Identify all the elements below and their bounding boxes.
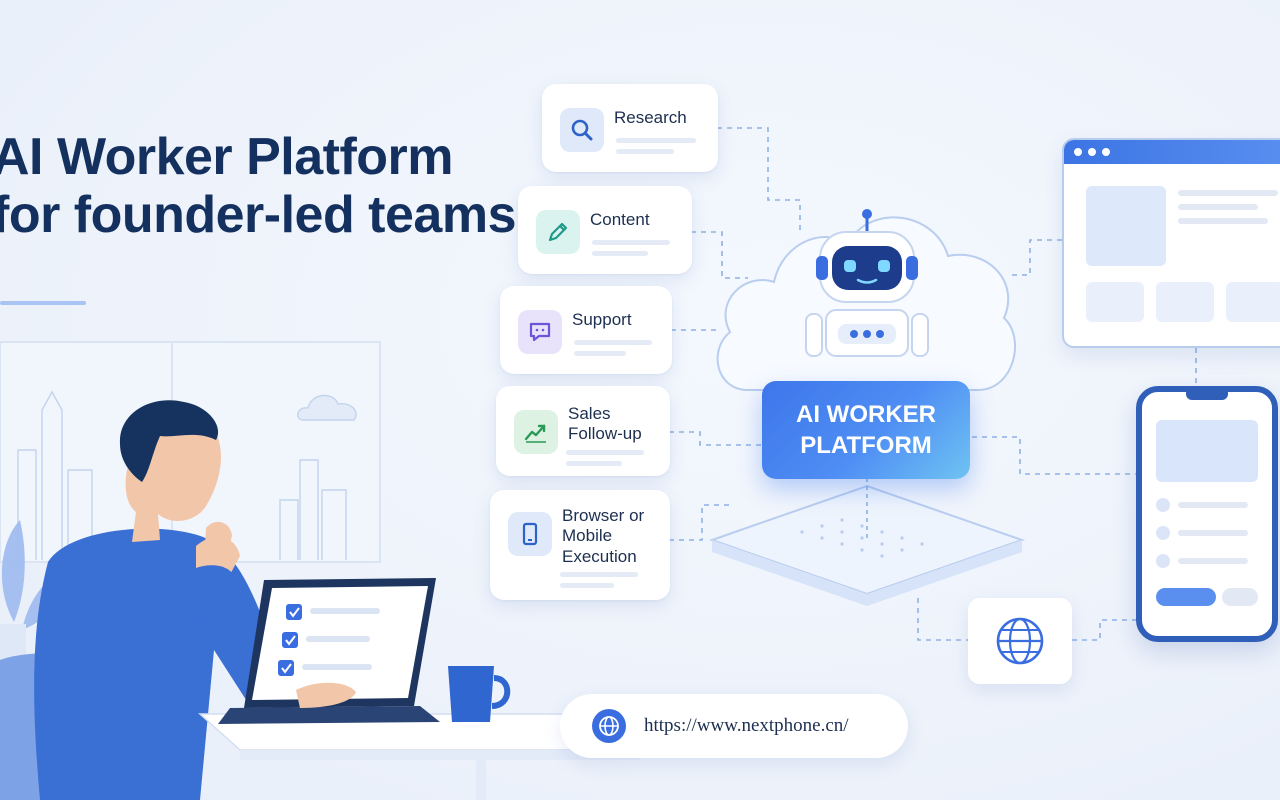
magnifier-icon xyxy=(560,108,604,152)
globe-icon xyxy=(592,709,626,743)
placeholder-bar xyxy=(574,340,652,345)
placeholder-bar xyxy=(566,461,622,466)
feature-card-research[interactable]: Research xyxy=(542,84,718,172)
feature-label: Browser or Mobile Execution xyxy=(562,506,645,566)
platform-badge-line-2: PLATFORM xyxy=(800,432,932,459)
platform-base xyxy=(708,478,1026,606)
browser-tile xyxy=(1156,282,1214,322)
phone-mockup xyxy=(1136,386,1278,642)
placeholder-bar xyxy=(574,351,626,356)
placeholder-bar xyxy=(616,149,674,154)
browser-window xyxy=(1062,138,1280,348)
placeholder-bar xyxy=(1178,218,1268,224)
placeholder-bar xyxy=(616,138,696,143)
feature-card-sales[interactable]: Sales Follow-up xyxy=(496,386,670,476)
headline-line-2: for founder-led teams xyxy=(0,186,517,245)
placeholder-bar xyxy=(592,240,670,245)
window-dot-icon xyxy=(1088,148,1096,156)
pencil-icon xyxy=(536,210,580,254)
feature-card-execution[interactable]: Browser or Mobile Execution xyxy=(490,490,670,600)
placeholder-bar xyxy=(560,572,638,577)
placeholder-bar xyxy=(560,583,614,588)
browser-tile xyxy=(1226,282,1280,322)
placeholder-bar xyxy=(1178,502,1248,508)
feature-label: Content xyxy=(590,210,650,229)
window-dot-icon xyxy=(1102,148,1110,156)
phone-avatar xyxy=(1156,554,1170,568)
phone-avatar xyxy=(1156,526,1170,540)
feature-card-support[interactable]: Support xyxy=(500,286,672,374)
feature-label: Research xyxy=(614,108,687,127)
phone-image-placeholder xyxy=(1156,420,1258,482)
chat-bubble-icon xyxy=(518,310,562,354)
globe-card xyxy=(968,598,1072,684)
smartphone-icon xyxy=(508,512,552,556)
placeholder-bar xyxy=(566,450,644,455)
robot-icon xyxy=(805,209,929,357)
headline-line-1: AI Worker Platform xyxy=(0,128,454,186)
headline-underline xyxy=(0,301,86,305)
feature-label: Support xyxy=(572,310,632,329)
phone-notch xyxy=(1186,392,1228,400)
founder-at-desk-illustration xyxy=(0,341,640,800)
platform-badge-line-1: AI WORKER xyxy=(796,400,936,428)
placeholder-bar xyxy=(1178,530,1248,536)
phone-avatar xyxy=(1156,498,1170,512)
window-dot-icon xyxy=(1074,148,1082,156)
placeholder-bar xyxy=(1178,558,1248,564)
phone-button xyxy=(1156,588,1216,606)
page-title: AI Worker Platform for founder-led teams xyxy=(0,128,517,245)
phone-button-secondary xyxy=(1222,588,1258,606)
placeholder-bar xyxy=(592,251,648,256)
platform-badge[interactable]: AI WORKER PLATFORM xyxy=(762,381,970,479)
website-url-pill[interactable]: https://www.nextphone.cn/ xyxy=(560,694,908,758)
feature-label: Sales Follow-up xyxy=(568,404,642,444)
placeholder-bar xyxy=(1178,204,1258,210)
trend-chart-icon xyxy=(514,410,558,454)
browser-titlebar xyxy=(1064,140,1280,164)
feature-card-content[interactable]: Content xyxy=(518,186,692,274)
placeholder-bar xyxy=(1178,190,1278,196)
browser-image-placeholder xyxy=(1086,186,1166,266)
cloud-robot-illustration xyxy=(716,209,1016,391)
globe-icon xyxy=(996,617,1044,665)
browser-tile xyxy=(1086,282,1144,322)
checkbox-icon xyxy=(278,604,302,676)
website-url[interactable]: https://www.nextphone.cn/ xyxy=(644,715,849,736)
